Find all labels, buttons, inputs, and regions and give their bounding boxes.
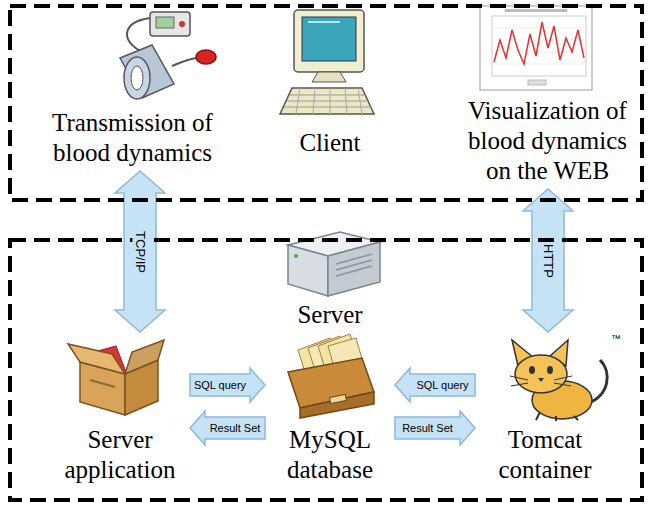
trademark-mark: ™ [611, 333, 621, 344]
block-arrow [115, 171, 165, 332]
dashed-outline [10, 6, 642, 200]
database-drawer-icon [288, 334, 374, 418]
tomcat-node: Tomcat container [478, 335, 612, 485]
node-label: Transmission of blood dynamics [23, 108, 242, 168]
arrow-label: SQL query [414, 379, 470, 392]
block-arrow [395, 368, 475, 402]
block-arrow [523, 189, 573, 332]
tier-label: Server [270, 300, 390, 330]
transmission-node: Transmission of blood dynamics [23, 12, 242, 168]
block-arrow [190, 411, 265, 445]
visualization-node: Visualization of blood dynamics on the W… [458, 8, 637, 186]
block-arrow [395, 411, 475, 445]
arrow-label: Result Set [208, 422, 263, 435]
node-label: Visualization of blood dynamics on the W… [458, 96, 637, 186]
arrow-label: HTTP [541, 242, 556, 280]
arrow-label: SQL query [192, 379, 248, 392]
computer-icon [280, 10, 374, 114]
client-region: Client Transmission of blood dynamics Visu… [8, 4, 644, 202]
block-arrow [190, 368, 265, 402]
tier-label: Client [270, 128, 390, 158]
server-application-node: Server application [53, 335, 187, 485]
node-label: MySQL database [268, 425, 392, 485]
tomcat-logo [510, 340, 607, 421]
application-box-icon [68, 340, 164, 415]
arrow-label: Result Set [400, 422, 455, 435]
dashed-outline [10, 240, 642, 500]
database-node: MySQL database [268, 335, 392, 485]
node-label: Tomcat container [478, 425, 612, 485]
chart-thumbnail [480, 6, 592, 90]
node-label: Server application [53, 425, 187, 485]
blood-pressure-icon [120, 12, 216, 99]
arrow-label: TCP/IP [133, 229, 148, 275]
